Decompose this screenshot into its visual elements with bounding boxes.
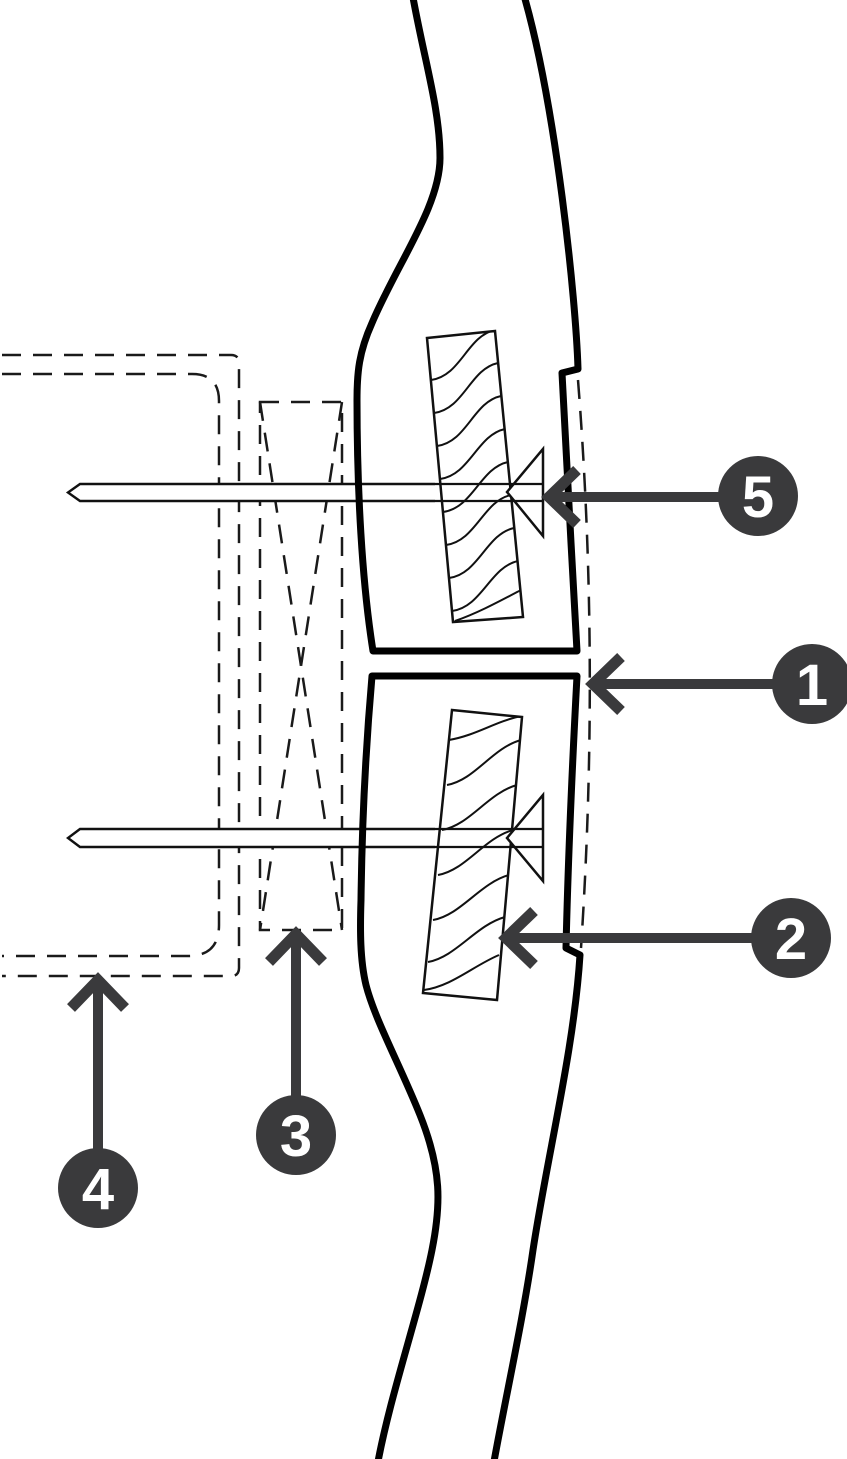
upper-screw-head-cone <box>505 445 545 540</box>
callout-badges: 5 1 2 3 4 <box>58 456 847 1228</box>
callout-badge-1-circle <box>772 644 847 724</box>
hidden-right-edge-line <box>576 379 592 949</box>
insert-block-upper-outline <box>425 329 525 624</box>
callout-badge-2-number: 2 <box>775 907 807 972</box>
callout-5-arrowhead <box>541 466 581 528</box>
screw-heads <box>505 445 545 885</box>
screw-shafts-lines <box>435 482 543 849</box>
callout-2-arrowhead <box>498 907 538 969</box>
screw-shafts-front <box>65 482 435 849</box>
hidden-crossbrace-rect <box>258 400 344 932</box>
insert-block-lower <box>421 708 524 1002</box>
lower-screw-shaft <box>66 827 435 849</box>
callout-badge-3-circle <box>256 1095 336 1175</box>
callout-badge-3-number: 3 <box>280 1104 312 1169</box>
callout-3-arrowhead <box>265 926 327 966</box>
callout-badge-2: 2 <box>751 898 831 978</box>
insert-block-upper <box>425 329 525 624</box>
callout-badge-5-number: 5 <box>742 465 774 530</box>
callout-badge-3: 3 <box>256 1095 336 1175</box>
insert-block-upper-grain <box>430 331 522 622</box>
callout-badge-5-circle <box>718 456 798 536</box>
insert-block-lower-grain <box>423 715 522 991</box>
hidden-bracket-outer-outline <box>2 353 241 978</box>
callout-arrows <box>67 466 776 1152</box>
callout-badge-4: 4 <box>58 1148 138 1228</box>
callout-badge-1-number: 1 <box>796 653 828 718</box>
callout-1-arrowhead <box>585 653 625 715</box>
callout-badge-1: 1 <box>772 644 847 724</box>
callout-badge-4-circle <box>58 1148 138 1228</box>
body-upper-section <box>353 0 582 655</box>
callout-4-arrowhead <box>67 972 129 1012</box>
body-lower-section <box>357 672 584 1459</box>
callout-badge-2-circle <box>751 898 831 978</box>
callout-badge-5: 5 <box>718 456 798 536</box>
hidden-bracket-inner-outline <box>2 372 221 958</box>
upper-screw-shaft <box>65 482 435 503</box>
callout-badge-4-number: 4 <box>82 1157 114 1222</box>
lower-screw-head-cone <box>505 791 545 885</box>
